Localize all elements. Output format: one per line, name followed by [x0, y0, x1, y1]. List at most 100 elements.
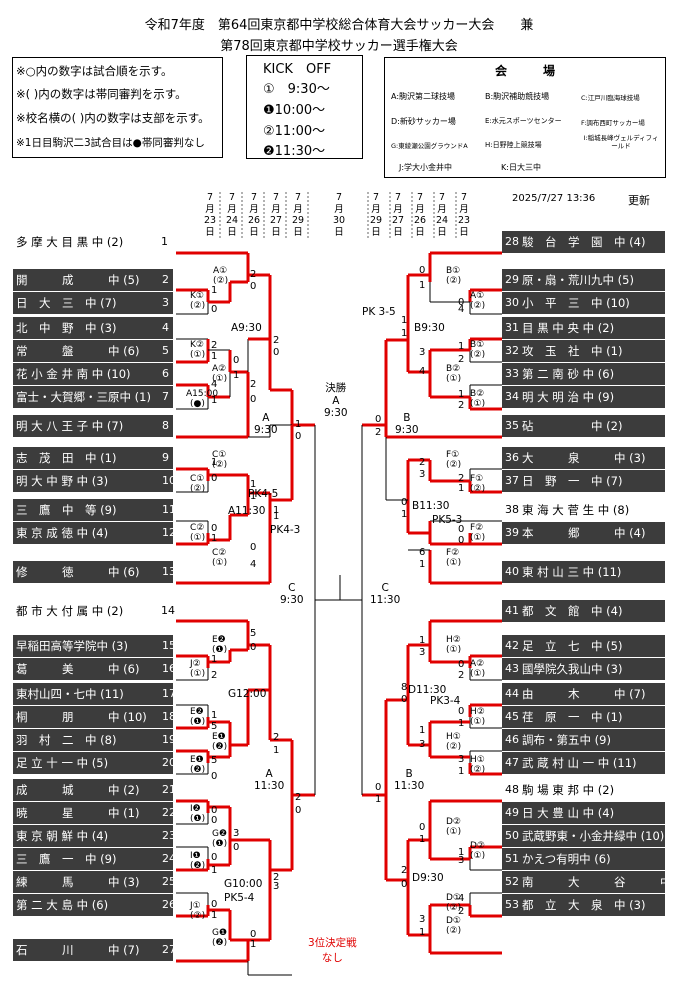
left-team-7: 富士・大賀郷・三原中 (1)7	[13, 386, 173, 408]
score: 2	[458, 906, 465, 917]
score: 1	[419, 834, 426, 845]
team-name: 日 大 三 中 (7)	[16, 296, 117, 310]
team-number: 52	[505, 875, 519, 888]
team-name: 東村山四・七中 (11)	[16, 687, 124, 701]
match-label-left: A①	[213, 266, 228, 276]
score: 3	[273, 881, 280, 892]
team-name: 多 摩 大 目 黒 中 (2)	[16, 235, 124, 249]
left-team-14: 都 市 大 付 属 中 (2)14	[13, 600, 175, 622]
team-name: 明 大 八 王 子 中 (7)	[16, 419, 124, 433]
left-team-15: 早稲田高等学院中 (3)15	[13, 635, 176, 657]
score: 0	[273, 347, 280, 358]
score: 0	[211, 771, 218, 782]
round-label: D9:30	[412, 872, 444, 884]
updated-label: 更新	[628, 194, 650, 207]
team-number: 43	[505, 662, 519, 675]
score: 1	[419, 559, 426, 570]
team-number: 29	[505, 273, 519, 286]
kickoff-title: KICK OFF	[263, 62, 332, 77]
team-name: 第 二 南 砂 中 (6)	[522, 367, 615, 381]
score: 3	[419, 914, 426, 925]
venue-title: 会 場	[494, 64, 555, 78]
team-name: 小 平 三 中 (10)	[522, 296, 630, 310]
score: 1	[233, 370, 240, 381]
tournament-title: 令和7年度 第64回東京都中学校総合体育大会サッカー大会 兼	[144, 18, 534, 33]
score: 0	[458, 297, 465, 308]
match-label-left: E❶	[212, 732, 226, 742]
team-name: 武蔵野東・小金井緑中 (10)	[522, 829, 665, 843]
match-label-right: B①	[446, 266, 461, 276]
match-label-right: (①)	[470, 669, 486, 679]
round-label: A11:30	[228, 505, 266, 517]
match-label-left: (①)	[190, 669, 206, 679]
left-team-6: 花 小 金 井 南 中 (10)6	[13, 363, 173, 385]
tournament-subtitle: 第78回東京都中学校サッカー選手権大会	[220, 39, 458, 54]
team-number: 23	[162, 829, 176, 842]
match-label-left: (❶)	[190, 717, 206, 727]
score: 3	[458, 754, 465, 765]
kickoff-time-3: ②11:00～	[263, 124, 326, 139]
team-number: 39	[505, 526, 519, 539]
score: 1	[250, 939, 257, 950]
left-team-16: 葛 美 中 (6)16	[13, 658, 176, 680]
team-name: 日 大 豊 山 中 (4)	[522, 806, 615, 820]
score: 0	[458, 524, 465, 535]
match-label-left: (①)	[212, 374, 228, 384]
match-label-right: B②	[446, 364, 461, 374]
team-number: 5	[162, 344, 169, 357]
team-name: 調布・第五中 (9)	[522, 733, 611, 747]
third-place-label: 3位決定戦 なし	[308, 937, 357, 964]
match-label-right: (②)	[446, 276, 462, 286]
score: 2	[250, 379, 257, 390]
left-team-21: 成 城 中 (2)21	[13, 779, 176, 801]
score: 2	[458, 670, 465, 681]
score: 0	[211, 815, 218, 826]
left-team-18: 桐 朋 中 (10)18	[13, 706, 176, 728]
match-label-left: C②	[212, 548, 227, 558]
team-number: 17	[162, 687, 176, 700]
team-name: 武 蔵 村 山 一 中 (11)	[522, 756, 637, 770]
match-label-right: (①)	[446, 558, 462, 568]
match-label-right: (①)	[470, 533, 486, 543]
score: 4	[419, 366, 426, 377]
score: 2	[375, 427, 382, 438]
round-label: D11:30	[408, 684, 447, 696]
team-name: 駒 場 東 邦 中 (2)	[522, 783, 615, 797]
score: 2	[401, 865, 408, 876]
team-number: 34	[505, 390, 519, 403]
team-number: 19	[162, 733, 176, 746]
team-name: 東 村 山 三 中 (11)	[522, 565, 622, 579]
team-name: 開 成 中 (5)	[16, 273, 140, 287]
match-label-right: F②	[470, 523, 484, 533]
team-name: 明 大 明 治 中 (9)	[522, 390, 615, 404]
team-name: 修 徳 中 (6)	[16, 565, 140, 579]
match-label-right: (①)	[446, 645, 462, 655]
score: 2	[211, 670, 218, 681]
round-label: B11:30	[412, 500, 450, 512]
team-name: 原・扇・荒川九中 (5)	[522, 273, 634, 287]
match-label-right: H②	[446, 635, 461, 645]
score: 1	[401, 315, 408, 326]
team-name: 羽 村 二 中 (8)	[16, 733, 117, 747]
score: 1	[211, 710, 218, 721]
team-name: 南 大 谷 中 (7)	[522, 875, 678, 889]
match-label-left: K①	[190, 291, 204, 301]
venue-c: C:江戸川臨海球技場	[581, 94, 640, 102]
round-label: A 9:30	[254, 412, 278, 436]
score: 0	[250, 542, 257, 553]
match-label-left: G❶	[212, 928, 228, 938]
score: 1	[211, 457, 218, 468]
team-number: 47	[505, 756, 519, 769]
match-label-right: (①)	[470, 851, 486, 861]
match-label-right: A①	[470, 291, 485, 301]
team-number: 8	[162, 419, 169, 432]
